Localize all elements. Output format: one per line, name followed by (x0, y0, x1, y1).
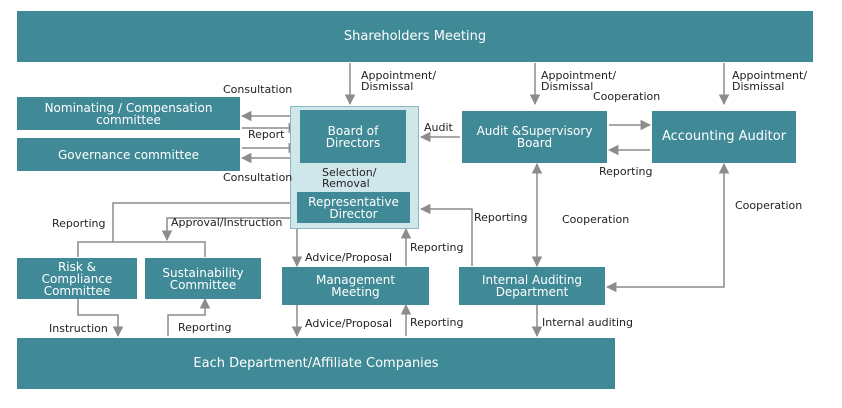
label-cooperation-right: Cooperation (735, 199, 803, 212)
shareholders-meeting-box: Shareholders Meeting (17, 11, 813, 62)
label-appointment-board: Appointment/Dismissal (361, 69, 437, 93)
label-reporting-committees: Reporting (178, 321, 232, 334)
accounting-auditor-box: Accounting Auditor (652, 111, 796, 163)
label-internal-auditing: Internal auditing (542, 316, 633, 329)
each-department-affiliate-box: Each Department/Affiliate Companies (17, 338, 615, 389)
label-appointment-accounting: Appointment/Dismissal (732, 69, 808, 93)
label-reporting-internal: Reporting (474, 211, 528, 224)
label-advice-proposal-top: Advice/Proposal (305, 251, 393, 264)
arrow-instruction (77, 299, 124, 338)
label-cooperation-top: Cooperation (593, 90, 661, 103)
label-report: Report (248, 128, 285, 141)
label-reporting-left: Reporting (52, 217, 106, 230)
label-reporting-management: Reporting (410, 241, 464, 254)
label-reporting-bottom: Reporting (410, 316, 464, 329)
line-reporting-left (112, 202, 290, 242)
arrow-approval (161, 217, 296, 242)
label-approval-instruction: Approval/Instruction (171, 216, 283, 229)
label-cooperation-mid: Cooperation (562, 213, 630, 226)
arrow-reporting-committees (167, 297, 211, 336)
label-selection-removal: Selection/Removal (322, 166, 377, 190)
label-audit: Audit (424, 121, 453, 134)
label-reporting-accounting: Reporting (599, 165, 653, 178)
arrow-reporting-internal (419, 203, 473, 266)
label-consultation-bottom: Consultation (223, 171, 293, 184)
arrow-cooperation-right (605, 162, 730, 293)
governance-committee-box: Governance committee (17, 138, 240, 171)
label-appointment-audit-board: Appointment/Dismissal (541, 69, 617, 93)
line-committees-top (77, 241, 206, 257)
label-advice-proposal-bottom: Advice/Proposal (305, 317, 393, 330)
label-consultation-top: Consultation (223, 83, 293, 96)
label-instruction: Instruction (49, 322, 108, 335)
